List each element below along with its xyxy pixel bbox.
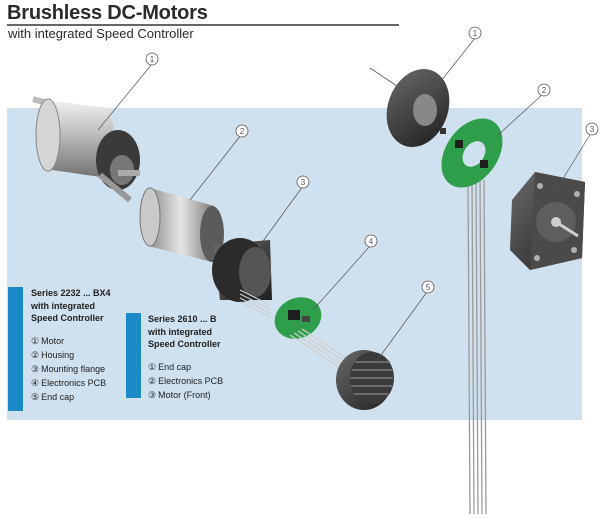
legend-heading-line: Speed Controller	[31, 313, 104, 323]
legend-heading: Series 2610 ... B with integrated Speed …	[148, 313, 258, 351]
legend-heading-line: with integrated	[148, 326, 213, 337]
svg-text:5: 5	[426, 283, 431, 292]
callout-2-left: 2	[235, 124, 249, 138]
electronics-pcb-part	[274, 297, 353, 369]
housing-part	[139, 187, 224, 262]
legend-heading-line: Series 2610 ... B	[148, 314, 217, 324]
callout-1-right: 1	[468, 26, 482, 40]
legend-item-number: ④	[31, 378, 40, 388]
legend-series-2610: Series 2610 ... B with integrated Speed …	[126, 313, 266, 400]
svg-text:4: 4	[369, 237, 374, 246]
legend-item-number: ①	[31, 336, 40, 346]
callout-leaders	[97, 37, 592, 363]
callout-2-right: 2	[537, 83, 551, 97]
callout-1-left: 1	[145, 52, 159, 66]
callout-3-left: 3	[296, 175, 310, 189]
legend-item-label: Motor	[41, 336, 65, 346]
legend-accent-bar	[8, 287, 23, 411]
legend-item-label: End cap	[158, 362, 192, 372]
svg-text:2: 2	[542, 86, 547, 95]
mounting-flange-part	[212, 238, 272, 318]
legend-item-label: End cap	[41, 392, 75, 402]
legend-item-label: Mounting flange	[41, 364, 106, 374]
title-rule	[7, 24, 399, 26]
callout-5-left: 5	[421, 280, 435, 294]
legend-item-number: ②	[31, 350, 40, 360]
page-title: Brushless DC-Motors	[7, 2, 208, 24]
legend-heading-line: Speed Controller	[148, 339, 221, 349]
page-subtitle: with integrated Speed Controller	[8, 26, 194, 41]
legend-series-2232: Series 2232 ... BX4 with integrated Spee…	[8, 287, 148, 411]
electronics-pcb-ring-part	[441, 118, 503, 188]
end-cap-part-right	[369, 67, 450, 147]
svg-text:1: 1	[473, 29, 478, 38]
legend-item-number: ③	[31, 364, 40, 374]
legend-heading-line: Series 2232 ... BX4	[31, 288, 111, 298]
legend-item-number: ②	[148, 376, 157, 386]
callout-4-left: 4	[364, 234, 378, 248]
legend-item-number: ⑤	[31, 392, 40, 402]
legend-heading: Series 2232 ... BX4 with integrated Spee…	[31, 287, 141, 325]
ribbon-wires	[467, 179, 487, 515]
legend-item-number: ①	[148, 362, 157, 372]
motor-part-left	[32, 96, 140, 203]
legend-item-label: Electronics PCB	[158, 376, 224, 386]
svg-text:2: 2	[240, 127, 245, 136]
motor-front-part	[510, 172, 585, 270]
svg-text:3: 3	[301, 178, 306, 187]
legend-item-label: Housing	[41, 350, 75, 360]
legend-accent-bar	[126, 313, 141, 398]
legend-item-label: Motor (Front)	[158, 390, 211, 400]
svg-text:3: 3	[590, 125, 595, 134]
legend-heading-line: with integrated	[31, 300, 96, 311]
legend-item-label: Electronics PCB	[41, 378, 107, 388]
legend-item-number: ③	[148, 390, 157, 400]
svg-text:1: 1	[150, 55, 155, 64]
end-cap-part-left	[336, 350, 394, 410]
callout-3-right: 3	[585, 122, 599, 136]
